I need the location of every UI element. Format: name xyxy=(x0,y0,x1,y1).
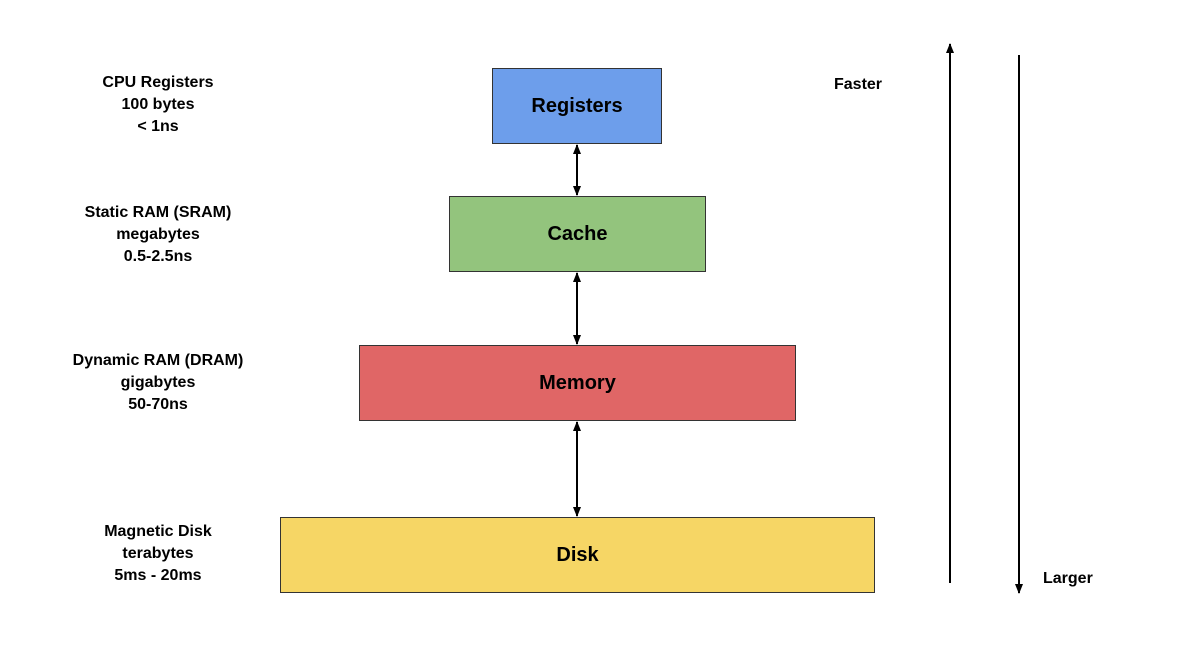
cache-latency: 0.5-2.5ns xyxy=(123,248,193,265)
memory-description: Dynamic RAM (DRAM) gigabytes 50-70ns xyxy=(38,350,278,416)
registers-latency: < 1ns xyxy=(137,118,179,135)
memory-box: Memory xyxy=(359,345,796,421)
registers-box-label: Registers xyxy=(531,94,623,117)
registers-box: Registers xyxy=(492,68,662,144)
cache-box-label: Cache xyxy=(547,222,608,245)
disk-description: Magnetic Disk terabytes 5ms - 20ms xyxy=(38,521,278,587)
cache-size: megabytes xyxy=(116,226,200,243)
cache-type: Static RAM (SRAM) xyxy=(84,204,232,221)
disk-box: Disk xyxy=(280,517,875,593)
memory-type: Dynamic RAM (DRAM) xyxy=(72,352,244,369)
memory-latency: 50-70ns xyxy=(128,396,188,413)
disk-type: Magnetic Disk xyxy=(104,523,212,540)
disk-size: terabytes xyxy=(122,545,194,562)
disk-latency: 5ms - 20ms xyxy=(114,567,202,584)
registers-type: CPU Registers xyxy=(102,74,214,91)
larger-label: Larger xyxy=(1043,570,1093,587)
faster-label: Faster xyxy=(834,76,883,93)
memory-box-label: Memory xyxy=(539,371,616,394)
cache-box: Cache xyxy=(449,196,706,272)
disk-box-label: Disk xyxy=(556,543,599,566)
registers-description: CPU Registers 100 bytes < 1ns xyxy=(38,72,278,138)
registers-size: 100 bytes xyxy=(121,96,195,113)
cache-description: Static RAM (SRAM) megabytes 0.5-2.5ns xyxy=(38,202,278,268)
memory-size: gigabytes xyxy=(120,374,196,391)
